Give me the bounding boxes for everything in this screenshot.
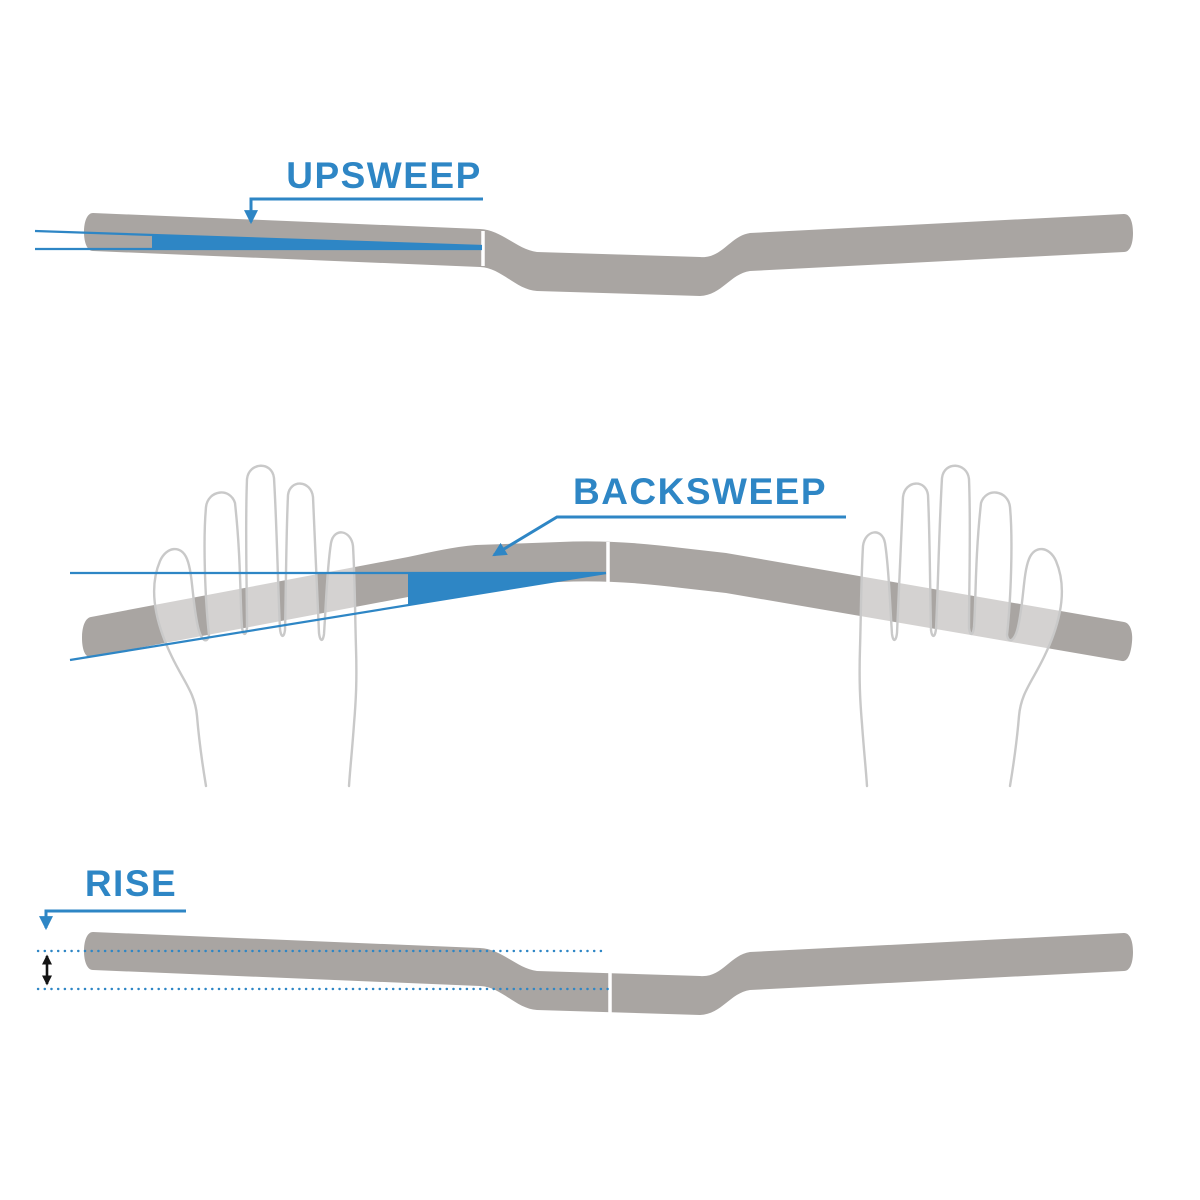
upsweep-bar-axis-line bbox=[34, 229, 483, 248]
left-hand-outline bbox=[152, 464, 358, 788]
backsweep-pointer-arrow bbox=[492, 515, 846, 557]
backsweep-label: BACKSWEEP bbox=[573, 471, 827, 512]
rise-diagram: RISE bbox=[36, 863, 1133, 1015]
upsweep-diagram: UPSWEEP bbox=[34, 155, 1133, 296]
backsweep-bar-axis-line bbox=[69, 571, 607, 662]
backsweep-diagram: BACKSWEEP bbox=[69, 464, 1133, 788]
handlebar-front-view bbox=[84, 213, 1133, 296]
upsweep-label: UPSWEEP bbox=[286, 155, 482, 196]
rise-label: RISE bbox=[85, 863, 177, 904]
upsweep-pointer-arrow bbox=[244, 197, 483, 225]
rise-pointer-arrow bbox=[39, 909, 186, 931]
right-hand-outline bbox=[858, 464, 1064, 788]
